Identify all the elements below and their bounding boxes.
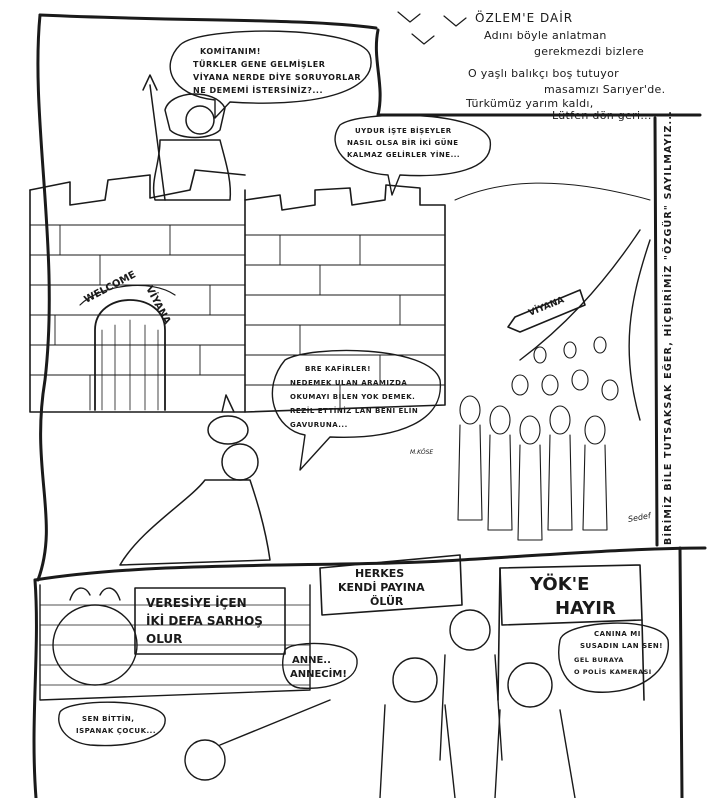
speech-bubbles xyxy=(58,30,669,747)
student-figures xyxy=(184,609,576,798)
viyana-arrow-sign xyxy=(507,289,586,333)
pasha-bubble xyxy=(271,349,441,471)
bottom-wall xyxy=(39,584,311,701)
anne-bubble-line-2: ANNECİM! xyxy=(290,669,347,680)
pasha-bubble-line-4: REZİL ETTİNİZ LAN BENİ ELİN xyxy=(290,407,419,415)
soldier-army xyxy=(457,336,619,541)
signs xyxy=(79,284,645,701)
veresiye-line-1: VERESİYE İÇEN xyxy=(146,596,247,610)
spinach-bubble-line-2: ISPANAK ÇOCUK... xyxy=(76,727,156,735)
anne-bubble-line-1: ANNE.. xyxy=(292,655,331,666)
spinach-bubble xyxy=(58,701,166,747)
poem-line-4: masamızı Sarıyer'de. xyxy=(544,83,666,96)
pasha-bubble-line-5: GAVURUNA... xyxy=(290,421,348,429)
herkes-line-2: KENDİ PAYINA xyxy=(338,581,425,594)
sultan-bubble-line-2: TÜRKLER GENE GELMİŞLER xyxy=(193,60,326,69)
side-caption: BİRİMİZ BİLE TUTSAKSAK EĞER, HİÇBİRİMİZ … xyxy=(663,110,674,545)
police-bubble-line-3: GEL BURAYA xyxy=(574,656,624,664)
herkes-sign xyxy=(319,554,463,616)
poem-line-6: Lütfen dön geri... xyxy=(552,109,652,122)
poem-line-2: gerekmezdi bizlere xyxy=(534,45,645,58)
herkes-line-1: HERKES xyxy=(355,567,405,580)
sultan-bubble-line-3: VİYANA NERDE DİYE SORUYORLAR xyxy=(193,73,362,82)
yok-line-1: YÖK'E xyxy=(530,574,590,595)
poem-line-1: Adını böyle anlatman xyxy=(484,29,607,42)
sultan-bubble xyxy=(169,30,372,119)
police-bubble-line-2: SUSADIN LAN SEN! xyxy=(580,642,663,650)
pasha-bubble-line-3: OKUMAYI BİLEN YOK DEMEK. xyxy=(290,393,416,401)
welcome-banner xyxy=(79,284,176,306)
sultan-bubble-line-1: KOMİTANIM! xyxy=(200,47,261,56)
veresiye-line-3: OLUR xyxy=(146,632,183,646)
police-bubble xyxy=(558,622,669,693)
pasha-figure xyxy=(119,394,271,566)
wall-bubble-line-2: NASIL OLSA BİR İKİ GÜNE xyxy=(347,139,459,147)
veresiye-line-2: İKİ DEFA SARHOŞ xyxy=(146,614,263,628)
pasha-bubble-line-1: BRE KAFİRLER! xyxy=(305,365,371,373)
poem-title: ÖZLEM'E DAİR xyxy=(475,11,574,25)
herkes-line-3: ÖLÜR xyxy=(370,595,404,608)
panel-borders xyxy=(32,13,707,798)
yok-line-2: HAYIR xyxy=(555,598,616,619)
wall-bubble-line-3: KALMAZ GELİRLER YİNE... xyxy=(347,151,461,159)
veresiye-sign xyxy=(134,587,286,655)
cow-figure xyxy=(52,587,138,686)
pasha-bubble-line-2: NEDEMEK ULAN ARAMIZDA xyxy=(290,379,408,387)
police-bubble-line-1: CANINA MI xyxy=(594,630,641,638)
signature-1: M.KÖSE xyxy=(410,449,434,456)
wall-bubble-line-1: UYDUR İŞTE BİŞEYLER xyxy=(355,127,452,135)
police-bubble-line-4: O POLİS KAMERASI xyxy=(574,668,652,676)
spinach-bubble-line-1: SEN BİTTİN, xyxy=(82,715,135,723)
anne-bubble xyxy=(282,642,358,689)
sultan-bubble-line-4: NE DEMEMİ İSTERSİNİZ?... xyxy=(193,86,323,95)
poem-line-3: O yaşlı balıkçı boş tutuyor xyxy=(468,67,619,80)
bird-decorations xyxy=(397,11,467,45)
poem-line-5: Türkümüz yarım kaldı, xyxy=(466,97,594,110)
wall-bubble xyxy=(334,114,491,196)
